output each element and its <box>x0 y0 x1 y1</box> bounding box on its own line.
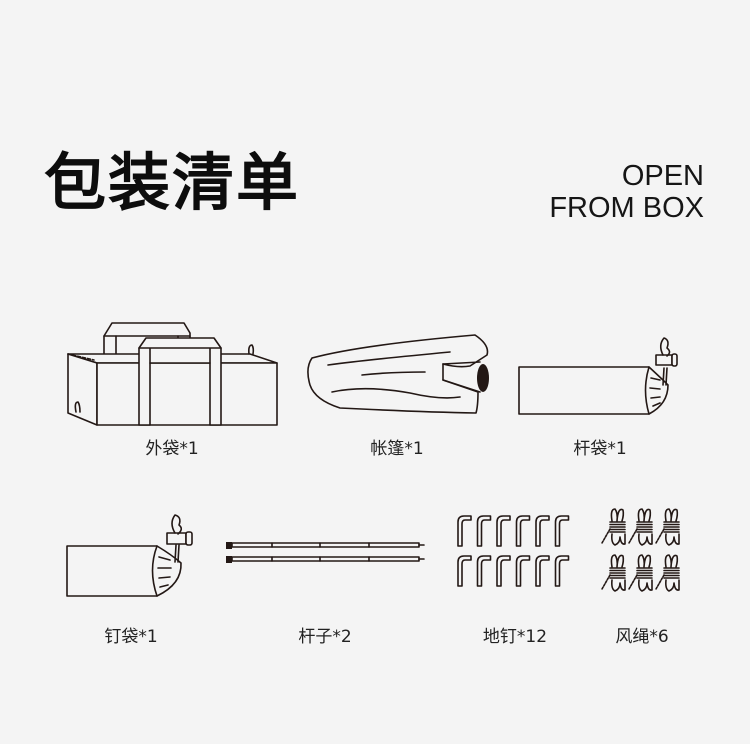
item-label: 帐篷*1 <box>370 439 424 459</box>
subtitle-line-2: FROM BOX <box>549 192 704 224</box>
stake-shape <box>554 515 570 547</box>
stake-shape <box>515 555 531 587</box>
rope-bundle <box>628 554 653 592</box>
item-label: 地钉*12 <box>482 627 548 647</box>
stake-shape <box>535 555 550 587</box>
item-label: 外袋*1 <box>145 439 199 459</box>
stake-shape <box>457 515 472 547</box>
subtitle: OPEN FROM BOX <box>549 160 704 224</box>
item-label: 钉袋*1 <box>104 627 158 647</box>
stake-shape <box>554 555 570 587</box>
subtitle-line-1: OPEN <box>621 160 704 192</box>
item-label: 风绳*6 <box>615 627 669 647</box>
page-title: 包装清单 <box>44 146 301 219</box>
item-label: 杆子*2 <box>298 627 352 647</box>
rope-bundle <box>628 508 653 546</box>
stake-shape <box>476 515 492 547</box>
stake-shape <box>535 515 550 547</box>
stake-shape <box>515 515 531 547</box>
item-label: 杆袋*1 <box>573 439 627 459</box>
stake-shape <box>496 555 511 587</box>
rope-bundle <box>655 554 680 592</box>
rope-bundle <box>655 508 680 546</box>
stake-shape <box>496 515 511 547</box>
stake-shape <box>457 555 472 587</box>
stake-shape <box>476 555 492 587</box>
rope-bundle <box>601 508 626 546</box>
rope-bundle <box>601 554 626 592</box>
